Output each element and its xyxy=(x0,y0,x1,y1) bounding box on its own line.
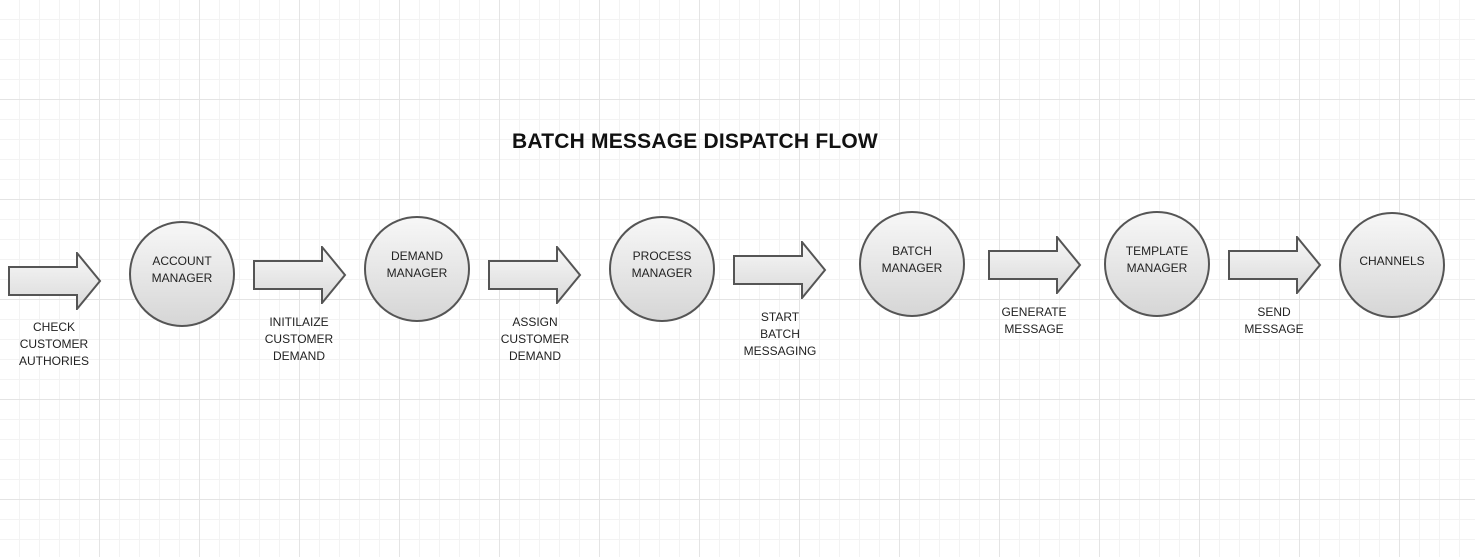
edge-label-initialize-customer-demand: INITILAIZE CUSTOMER DEMAND xyxy=(264,315,334,363)
flow-arrow-3 xyxy=(488,246,582,304)
node-account-manager: ACCOUNT MANAGER xyxy=(129,221,235,327)
node-demand-manager: DEMAND MANAGER xyxy=(364,216,470,322)
node-channels: CHANNELS xyxy=(1339,212,1445,318)
edge-label-assign-customer-demand: ASSIGN CUSTOMER DEMAND xyxy=(500,315,570,363)
flow-arrow-1 xyxy=(8,252,102,310)
flow-arrow-6 xyxy=(1228,236,1322,294)
diagram-title: BATCH MESSAGE DISPATCH FLOW xyxy=(512,130,878,153)
edge-label-check-customer-authories: CHECK CUSTOMER AUTHORIES xyxy=(18,320,89,368)
flow-arrow-2 xyxy=(253,246,347,304)
node-process-manager: PROCESS MANAGER xyxy=(609,216,715,322)
flow-arrow-5 xyxy=(988,236,1082,294)
node-template-manager: TEMPLATE MANAGER xyxy=(1104,211,1210,317)
flow-arrow-4 xyxy=(733,241,827,299)
node-batch-manager: BATCH MANAGER xyxy=(859,211,965,317)
edge-label-send-message: SEND MESSAGE xyxy=(1244,305,1304,336)
edge-label-generate-message: GENERATE MESSAGE xyxy=(1001,305,1067,336)
edge-label-start-batch-messaging: START BATCH MESSAGING xyxy=(743,310,817,358)
